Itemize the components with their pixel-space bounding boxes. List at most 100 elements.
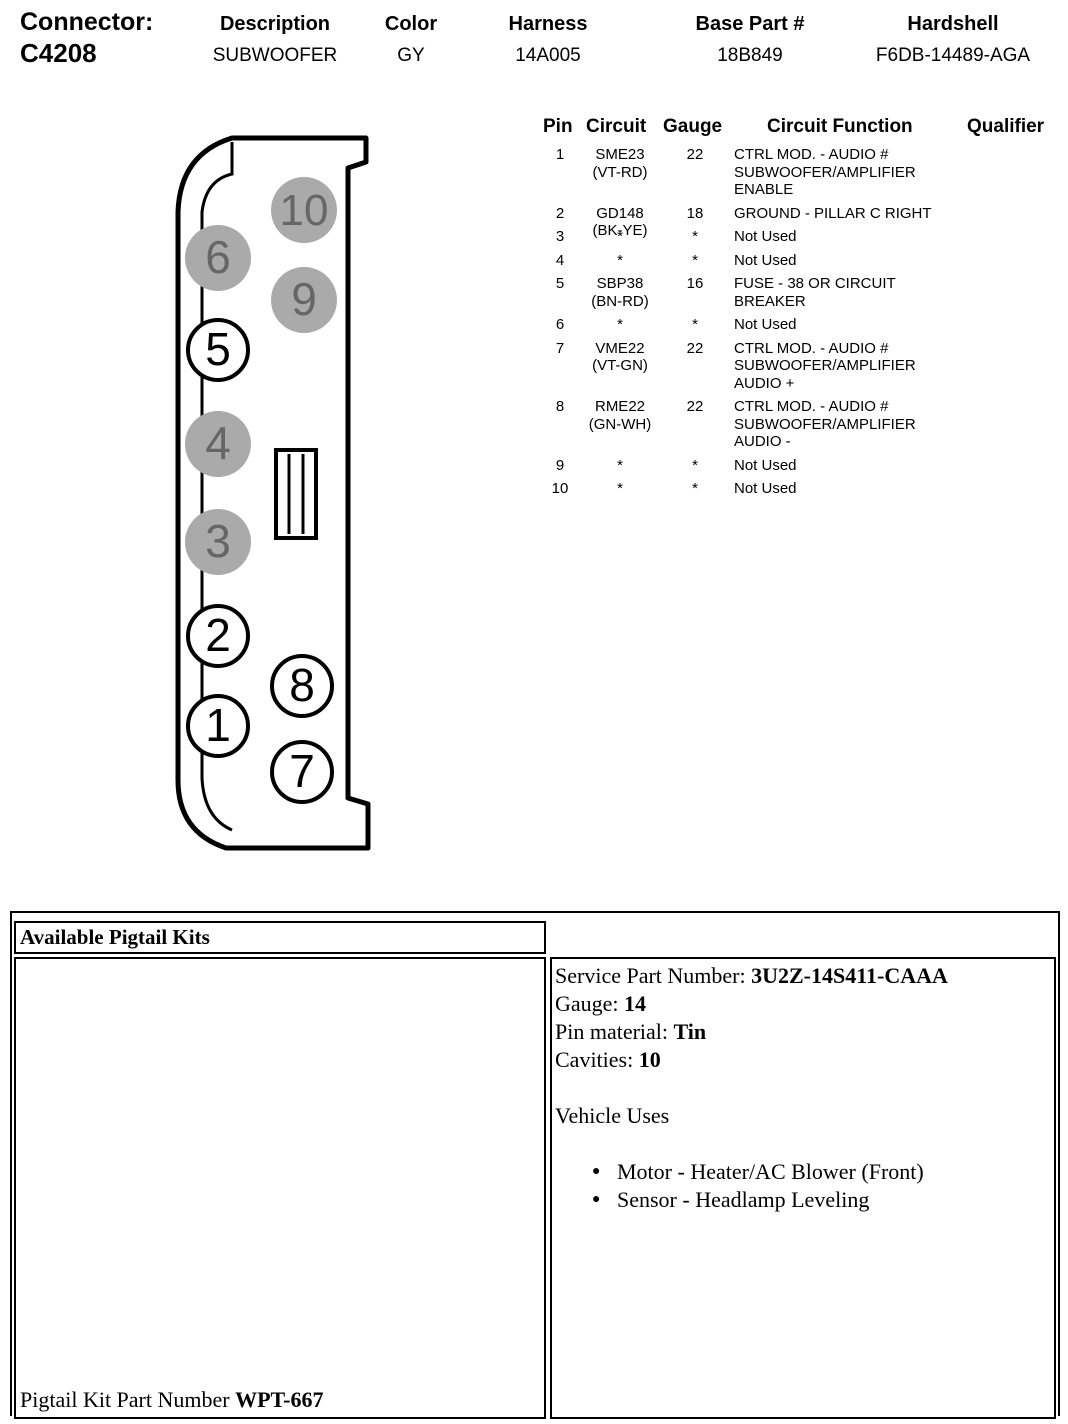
base-part-header: Base Part # bbox=[695, 13, 805, 35]
circuit-id: * bbox=[617, 480, 623, 497]
pin-table-row: 3 * * Not Used bbox=[534, 228, 1064, 246]
pin-number: 9 bbox=[291, 273, 317, 325]
pin-column-header: Pin bbox=[543, 116, 573, 137]
cavities-value: 10 bbox=[638, 1047, 661, 1072]
function-cell: GROUND - PILLAR C RIGHT bbox=[734, 204, 932, 222]
connector-header: Connector: C4208 Description SUBWOOFER C… bbox=[0, 0, 1068, 80]
qualifier-column-header: Qualifier bbox=[967, 116, 1045, 137]
pin-number: 2 bbox=[205, 609, 231, 661]
pin-number: 7 bbox=[289, 745, 315, 797]
function-cell: Not Used bbox=[734, 316, 797, 333]
service-part-line: Service Part Number: 3U2Z-14S411-CAAA bbox=[555, 962, 1054, 990]
connector-pin-2: 2 bbox=[186, 604, 250, 668]
pin-table-row: 2 GD148(BK-YE) 18 GROUND - PILLAR C RIGHT bbox=[534, 204, 1064, 240]
pin-cavity bbox=[186, 694, 250, 758]
gauge-cell: 18 bbox=[686, 204, 704, 222]
pin-cavity bbox=[185, 411, 251, 477]
function-cell: Not Used bbox=[734, 228, 797, 245]
circuit-id: * bbox=[617, 228, 623, 245]
gauge-cell: * bbox=[692, 228, 698, 245]
vehicle-use-item: Sensor - Headlamp Leveling bbox=[592, 1186, 1054, 1214]
pin-material-value: Tin bbox=[673, 1019, 707, 1044]
pin-number-cell: 10 bbox=[551, 480, 569, 497]
connector-label: Connector: bbox=[20, 8, 154, 36]
circuit-cell: * bbox=[578, 228, 662, 246]
base-part-value: 18B849 bbox=[717, 45, 783, 66]
pin-cavity bbox=[186, 604, 250, 668]
circuit-id: RME22 bbox=[594, 398, 646, 415]
circuit-id: VME22 bbox=[595, 339, 645, 357]
gauge-cell: 22 bbox=[686, 398, 704, 415]
hardshell-header: Hardshell bbox=[907, 13, 999, 35]
color-header: Color bbox=[384, 13, 438, 35]
pin-table-row: 9**Not Used bbox=[534, 457, 1064, 475]
cavities-label: Cavities: bbox=[555, 1047, 634, 1072]
pin-material-line: Pin material: Tin bbox=[555, 1018, 1054, 1046]
function-cell: CTRL MOD. - AUDIO # SUBWOOFER/AMPLIFIER … bbox=[734, 339, 916, 392]
pin-number-cell: 6 bbox=[555, 316, 565, 333]
hardshell-value: F6DB-14489-AGA bbox=[875, 45, 1031, 66]
connector-pin-3: 3 bbox=[185, 509, 251, 575]
pin-material-label: Pin material: bbox=[555, 1019, 669, 1044]
pin-number-cell: 2 bbox=[555, 204, 565, 222]
pin-number: 6 bbox=[205, 231, 231, 283]
pin-cavity bbox=[271, 267, 337, 333]
circuit-wire-color: (GN-WH) bbox=[588, 415, 652, 433]
pin-cavity bbox=[185, 509, 251, 575]
pin-cavity bbox=[186, 318, 250, 382]
circuit-cell: RME22(GN-WH) bbox=[578, 398, 662, 433]
pigtail-details-cell: Service Part Number: 3U2Z-14S411-CAAA Ga… bbox=[550, 957, 1056, 1419]
function-cell: Not Used bbox=[734, 251, 797, 269]
base-part-column: Base Part # 18B849 bbox=[680, 12, 820, 68]
kit-part-value: WPT-667 bbox=[235, 1387, 324, 1412]
pigtail-image-cell: Pigtail Kit Part Number WPT-667 bbox=[14, 957, 546, 1419]
connector-pin-9: 9 bbox=[271, 267, 337, 333]
function-column-header: Circuit Function bbox=[767, 116, 913, 137]
function-cell: FUSE - 38 OR CIRCUIT BREAKER bbox=[734, 275, 896, 310]
gauge-cell: * bbox=[692, 251, 698, 269]
connector-pin-7: 7 bbox=[270, 740, 334, 804]
circuit-cell: SBP38(BN-RD) bbox=[578, 275, 662, 310]
connector-pin-4: 4 bbox=[185, 411, 251, 477]
function-cell: Not Used bbox=[734, 480, 797, 497]
pin-number-cell: 3 bbox=[555, 228, 565, 245]
hardshell-column: Hardshell F6DB-14489-AGA bbox=[858, 12, 1048, 68]
circuit-wire-color: (BN-RD) bbox=[591, 292, 649, 310]
pigtail-kits-title: Available Pigtail Kits bbox=[14, 921, 546, 954]
gauge-cell: 22 bbox=[686, 339, 704, 357]
circuit-cell: GD148(BK-YE) bbox=[578, 205, 662, 240]
gauge-cell: * bbox=[692, 316, 698, 333]
pigtail-kit-table bbox=[10, 911, 1060, 1416]
harness-column: Harness 14A005 bbox=[488, 12, 608, 68]
pin-number: 4 bbox=[205, 417, 231, 469]
circuit-id: * bbox=[617, 456, 623, 474]
service-part-label: Service Part Number: bbox=[555, 963, 746, 988]
vehicle-uses-label: Vehicle Uses bbox=[555, 1103, 670, 1128]
harness-header: Harness bbox=[508, 13, 588, 35]
cavities-line: Cavities: 10 bbox=[555, 1046, 1054, 1074]
gauge-column-header: Gauge bbox=[663, 116, 723, 137]
pin-number: 5 bbox=[205, 323, 231, 375]
circuit-cell: * bbox=[578, 252, 662, 270]
pin-number-cell: 1 bbox=[555, 146, 565, 163]
pin-table-row: 6**Not Used bbox=[534, 316, 1064, 334]
color-column: Color GY bbox=[370, 12, 452, 68]
pin-number: 10 bbox=[280, 186, 329, 235]
vehicle-uses-list: Motor - Heater/AC Blower (Front) Sensor … bbox=[555, 1158, 1054, 1214]
description-header: Description bbox=[219, 13, 331, 35]
pigtail-kit-part-number: Pigtail Kit Part Number WPT-667 bbox=[20, 1387, 324, 1413]
circuit-cell: * bbox=[578, 480, 662, 498]
circuit-id: SBP38 bbox=[596, 275, 644, 292]
pin-number: 3 bbox=[205, 515, 231, 567]
circuit-wire-color: (VT-GN) bbox=[592, 357, 648, 374]
gauge-cell: 16 bbox=[686, 275, 704, 292]
circuit-cell: VME22(VT-GN) bbox=[578, 340, 662, 375]
gauge-cell: * bbox=[692, 480, 698, 497]
description-value: SUBWOOFER bbox=[212, 45, 338, 66]
